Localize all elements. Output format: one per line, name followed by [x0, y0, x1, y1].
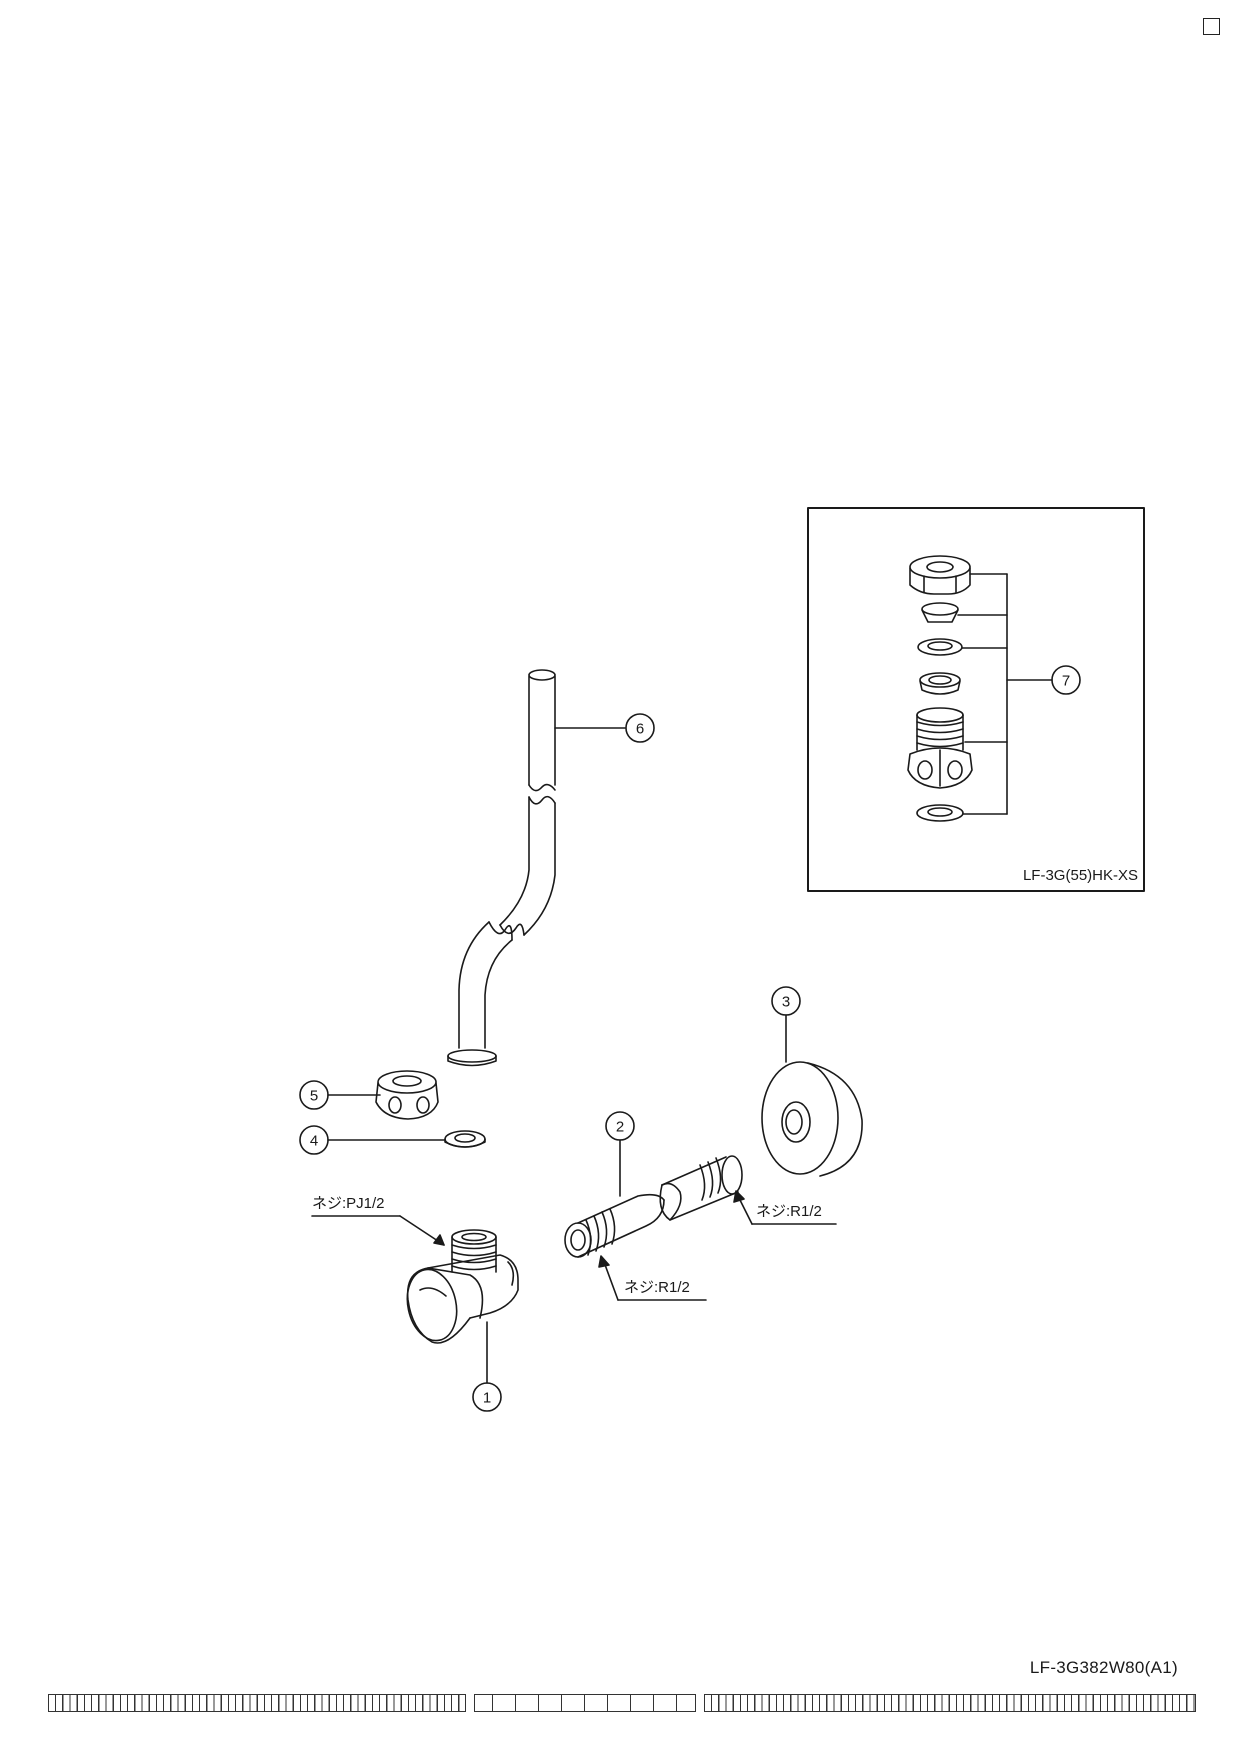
washer-icon: [444, 1130, 486, 1148]
footer-gap: [466, 1694, 474, 1716]
callout-circle-2: [605, 1111, 635, 1141]
inset-bottom-washer-icon: [916, 804, 964, 822]
corner-checkbox-mark: [1203, 18, 1220, 35]
callout-number-1: 1: [483, 1390, 491, 1407]
footer-barcode-strip: [48, 1694, 1196, 1716]
document-model-code: LF-3G382W80(A1): [1029, 1658, 1178, 1677]
footer-gap: [696, 1694, 704, 1716]
supply-pipe-icon: [447, 669, 626, 1067]
thread-label-r-right-text: ネジ:R1/2: [756, 1203, 822, 1220]
inset-panel: 7 LF-3G(55)HK-XS: [807, 507, 1145, 892]
callout-circle-5: [299, 1080, 329, 1110]
extension-nipple-icon: [564, 1155, 743, 1258]
inset-model-label: LF-3G(55)HK-XS: [1023, 867, 1138, 884]
inset-sleeve-icon: [921, 602, 959, 623]
callout-circle-3: [771, 986, 801, 1016]
callout-circle-7: [1051, 665, 1081, 695]
inset-adapter-icon: [907, 707, 973, 789]
callout-number-5: 5: [310, 1088, 318, 1105]
callout-number-3: 3: [782, 994, 790, 1011]
inset-cap-nut-icon: [909, 555, 971, 595]
callout-number-7: 7: [1062, 673, 1070, 690]
angle-stop-valve-icon: [406, 1229, 519, 1344]
footer-segment-middle: [474, 1694, 696, 1712]
thread-label-pj-text: ネジ:PJ1/2: [312, 1195, 385, 1212]
inset-bracket-leader: [957, 573, 1053, 815]
callout-circle-6: [625, 713, 655, 743]
callout-number-6: 6: [636, 721, 644, 738]
thread-label-nipple-left: ネジ:R1/2: [598, 1255, 707, 1301]
wall-flange-icon: [761, 1061, 863, 1177]
callout-number-2: 2: [616, 1119, 624, 1136]
callout-number-4: 4: [310, 1133, 318, 1150]
hex-nut-icon: [375, 1070, 439, 1120]
footer-segment-left: [48, 1694, 466, 1712]
thread-label-r-left-text: ネジ:R1/2: [624, 1279, 690, 1296]
footer-segment-right: [704, 1694, 1196, 1712]
inset-washer-icon: [917, 638, 963, 656]
thread-label-valve-inlet: ネジ:PJ1/2: [311, 1195, 445, 1246]
inset-packing-icon: [919, 672, 961, 695]
thread-label-nipple-right: ネジ:R1/2: [733, 1190, 837, 1225]
callout-circle-4: [299, 1125, 329, 1155]
callout-circle-1: [472, 1382, 502, 1412]
